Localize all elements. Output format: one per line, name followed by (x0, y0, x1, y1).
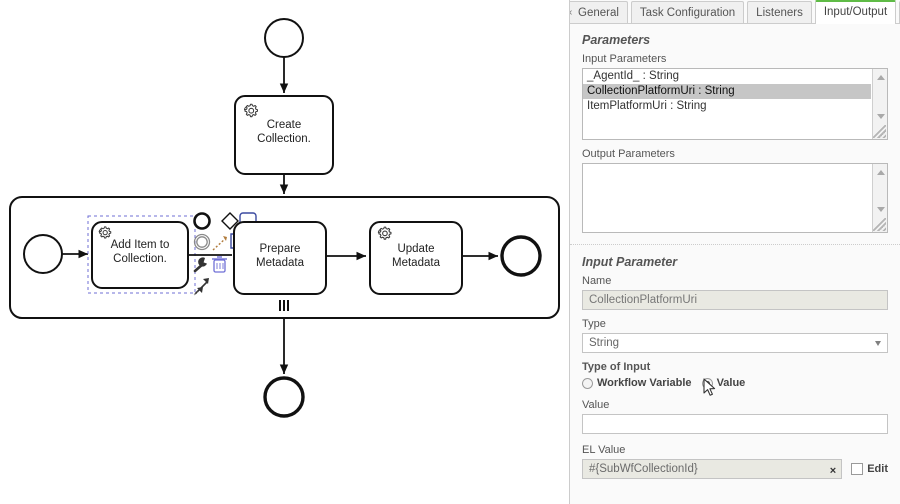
type-select-value: String (589, 337, 620, 349)
type-label: Type (582, 318, 606, 330)
list-item[interactable]: ItemPlatformUri : String (587, 100, 707, 112)
task-label: Collection. (257, 133, 311, 145)
output-parameters-scrollbar[interactable] (872, 164, 887, 232)
tab-input-output[interactable]: Input/Output (814, 0, 897, 24)
section-divider (570, 244, 900, 246)
task-prepare-metadata[interactable]: Prepare Metadata (233, 221, 327, 295)
tab-general[interactable]: ‹ General (569, 1, 628, 23)
input-parameters-label: Input Parameters (582, 53, 667, 65)
properties-panel-body: Parameters Input Parameters _AgentId_ : … (570, 24, 900, 504)
tab-label: General (578, 7, 619, 19)
type-of-input-label: Type of Input (582, 361, 651, 373)
append-intermediate-event-icon[interactable] (193, 233, 211, 251)
radio-value[interactable]: Value (701, 377, 746, 389)
task-label: Collection. (113, 253, 167, 265)
scroll-down-icon[interactable] (873, 203, 887, 216)
input-parameters-listbox-wrap: _AgentId_ : String CollectionPlatformUri… (582, 68, 888, 140)
task-label: Metadata (256, 257, 305, 269)
list-item[interactable]: CollectionPlatformUri : String (583, 84, 871, 99)
el-value-label: EL Value (582, 444, 626, 456)
task-label: Prepare (260, 243, 301, 255)
output-parameters-listbox-wrap (582, 163, 888, 233)
properties-panel: ‹ General Task Configuration Listeners I… (569, 0, 900, 504)
replace-icon[interactable] (193, 278, 209, 296)
tab-task-configuration[interactable]: Task Configuration (630, 1, 745, 23)
clear-icon[interactable]: × (829, 465, 837, 477)
parallel-multi-instance-marker-icon (279, 300, 289, 311)
process-end-event[interactable] (263, 376, 305, 418)
task-label: Create (267, 119, 302, 131)
scroll-down-icon[interactable] (873, 110, 887, 123)
service-task-gear-icon (243, 103, 259, 118)
name-label: Name (582, 275, 612, 287)
el-value-text: #{SubWfCollectionId} (589, 463, 698, 475)
radio-icon[interactable] (701, 377, 713, 389)
output-parameters-list[interactable] (582, 163, 888, 233)
connect-icon[interactable] (212, 236, 227, 251)
service-task-gear-icon (98, 226, 112, 239)
tab-listeners[interactable]: Listeners (747, 1, 812, 23)
tab-label: Input/Output (823, 6, 888, 18)
type-of-input-radio-group[interactable]: Workflow Variable Value (582, 377, 900, 389)
resize-grip[interactable] (873, 125, 886, 138)
task-add-item-to-collection[interactable]: Add Item to Collection. (91, 221, 189, 289)
edit-label: Edit (867, 463, 888, 475)
tab-label: Task Configuration (639, 7, 736, 19)
value-label: Value (582, 399, 610, 411)
wrench-icon[interactable] (193, 257, 207, 273)
subprocess-end-event[interactable] (500, 235, 542, 277)
radio-label: Value (716, 377, 746, 389)
input-parameters-scrollbar[interactable] (872, 69, 887, 139)
properties-tabs[interactable]: ‹ General Task Configuration Listeners I… (570, 0, 900, 24)
radio-label: Workflow Variable (597, 377, 692, 389)
list-item[interactable]: _AgentId_ : String (587, 70, 680, 82)
append-end-event-icon[interactable] (193, 212, 211, 230)
task-update-metadata[interactable]: Update Metadata (369, 221, 463, 295)
task-label: Add Item to (111, 239, 170, 251)
output-parameters-label: Output Parameters (582, 148, 675, 160)
task-label: Update (397, 243, 434, 255)
type-select[interactable]: String (582, 333, 888, 353)
subprocess-start-event[interactable] (23, 234, 63, 274)
value-field[interactable] (582, 414, 888, 434)
scroll-up-icon[interactable] (873, 71, 887, 84)
name-field[interactable]: CollectionPlatformUri (582, 290, 888, 310)
input-parameters-list[interactable]: _AgentId_ : String CollectionPlatformUri… (582, 68, 888, 140)
bpmn-canvas[interactable]: Create Collection. (0, 0, 569, 504)
task-create-collection[interactable]: Create Collection. (234, 95, 334, 175)
start-event[interactable] (264, 18, 304, 58)
trash-icon[interactable] (212, 256, 227, 273)
el-value-row: #{SubWfCollectionId} × Edit (582, 459, 888, 479)
chevron-down-icon[interactable] (875, 341, 881, 346)
resize-grip[interactable] (873, 218, 886, 231)
parameters-section-title: Parameters (582, 33, 651, 47)
append-gateway-icon[interactable] (221, 212, 239, 230)
input-parameter-section-title: Input Parameter (582, 255, 678, 269)
radio-workflow-variable[interactable]: Workflow Variable (582, 377, 692, 389)
checkbox-icon[interactable] (851, 463, 864, 475)
el-value-field[interactable]: #{SubWfCollectionId} × (582, 459, 843, 479)
edit-checkbox-group[interactable]: Edit (851, 463, 888, 475)
task-label: Metadata (392, 257, 441, 269)
radio-icon[interactable] (582, 377, 593, 389)
tab-label: Listeners (756, 7, 803, 19)
scroll-up-icon[interactable] (873, 166, 887, 179)
chevron-left-icon[interactable]: ‹ (569, 7, 573, 18)
service-task-gear-icon (377, 226, 392, 240)
